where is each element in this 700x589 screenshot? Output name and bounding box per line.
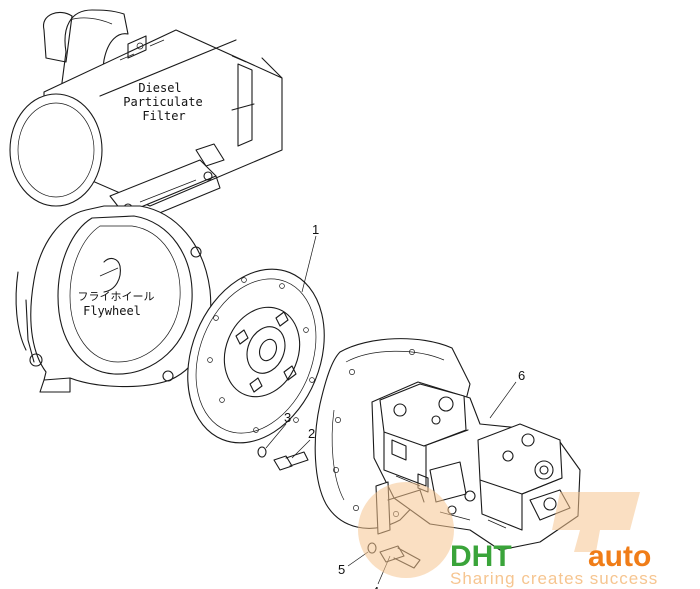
washer-part-3 <box>257 446 267 458</box>
watermark-tagline: Sharing creates success <box>450 569 658 588</box>
watermark-t-shape <box>552 492 640 552</box>
damper-disc <box>187 268 325 444</box>
diesel-particulate-filter <box>9 9 283 227</box>
watermark-circle <box>358 482 454 578</box>
dpf-label-line-1: Diesel <box>138 81 181 95</box>
callout-4: 4 <box>372 584 379 589</box>
callout-5: 5 <box>338 562 345 577</box>
watermark: DHT auto Sharing creates success <box>358 482 658 588</box>
callout-3: 3 <box>284 410 291 425</box>
flywheel-housing <box>15 205 212 393</box>
watermark-brand-auto: auto <box>588 540 651 573</box>
callout-6: 6 <box>518 368 525 383</box>
flywheel-label-jp: フライホイール <box>78 290 155 303</box>
bolt-part-2 <box>273 451 309 471</box>
dpf-label-line-2: Particulate <box>123 95 202 109</box>
watermark-brand-dht: DHT <box>450 540 512 573</box>
callout-1: 1 <box>312 222 319 237</box>
dpf-label-line-3: Filter <box>142 109 185 123</box>
callout-2: 2 <box>308 426 315 441</box>
flywheel-label-en: Flywheel <box>83 304 141 318</box>
